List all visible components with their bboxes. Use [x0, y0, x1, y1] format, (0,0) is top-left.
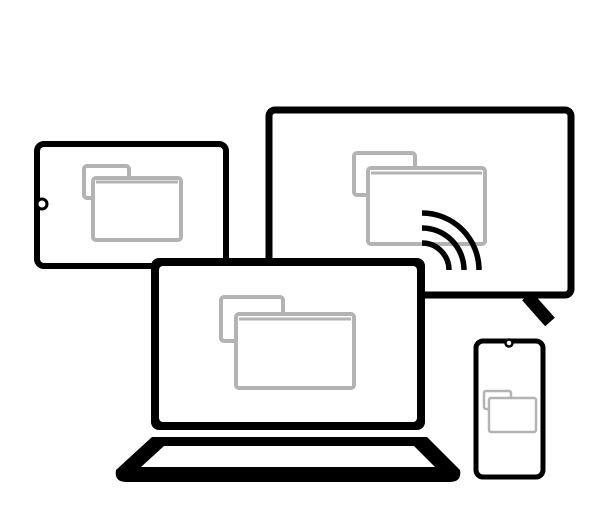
phone-icon	[473, 338, 546, 480]
tv-stand	[522, 291, 555, 327]
tv-icon	[265, 106, 575, 327]
tablet-folder-icon	[82, 164, 183, 242]
phone-folder-icon	[482, 389, 538, 434]
laptop-icon	[115, 258, 461, 482]
tablet-icon	[34, 141, 229, 269]
tablet-camera	[35, 197, 49, 211]
phone-camera	[504, 338, 514, 348]
cast-signal-icon	[421, 210, 482, 271]
laptop-folder-icon	[219, 295, 356, 390]
laptop-keyboard	[141, 446, 435, 467]
